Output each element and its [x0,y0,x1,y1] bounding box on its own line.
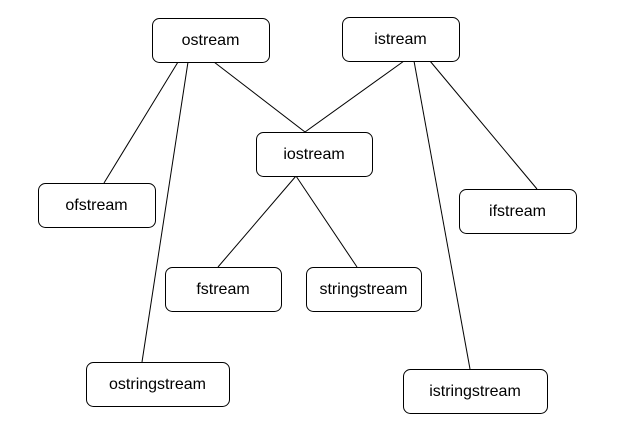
node-box [86,362,230,407]
node-label: ofstream [65,197,127,214]
node-label: stringstream [319,281,407,298]
edge-ostream-to-ostringstream [141,61,189,363]
node-box [38,183,156,228]
node-ifstream: ifstream [459,189,577,234]
edge-ostream-to-iostream [213,61,306,133]
node-ostream: ostream [152,18,270,63]
node-box [306,267,422,312]
node-box [165,267,282,312]
node-box [342,17,460,62]
node-istringstream: istringstream [403,369,548,414]
node-box [152,18,270,63]
node-label: ostringstream [109,376,206,393]
edge-iostream-to-stringstream [295,175,358,268]
node-label: ostream [182,32,240,49]
node-label: ifstream [489,203,546,220]
node-fstream: fstream [165,267,282,312]
node-box [256,132,373,177]
node-iostream: iostream [256,132,373,177]
edge-istream-to-ifstream [429,60,538,190]
edge-istream-to-istringstream [413,60,471,370]
edge-istream-to-iostream [304,60,405,133]
edge-ostream-to-ofstream [103,61,179,184]
node-box [403,369,548,414]
node-stringstream: stringstream [306,267,422,312]
edges-layer [103,60,538,370]
node-ofstream: ofstream [38,183,156,228]
node-label: iostream [283,146,344,163]
node-istream: istream [342,17,460,62]
node-label: fstream [196,281,249,298]
node-label: istream [374,31,426,48]
node-label: istringstream [429,383,521,400]
node-ostringstream: ostringstream [86,362,230,407]
edge-iostream-to-fstream [217,175,297,268]
nodes-layer: ostream istream iostream ofstream ifstream fs… [38,17,577,414]
node-box [459,189,577,234]
